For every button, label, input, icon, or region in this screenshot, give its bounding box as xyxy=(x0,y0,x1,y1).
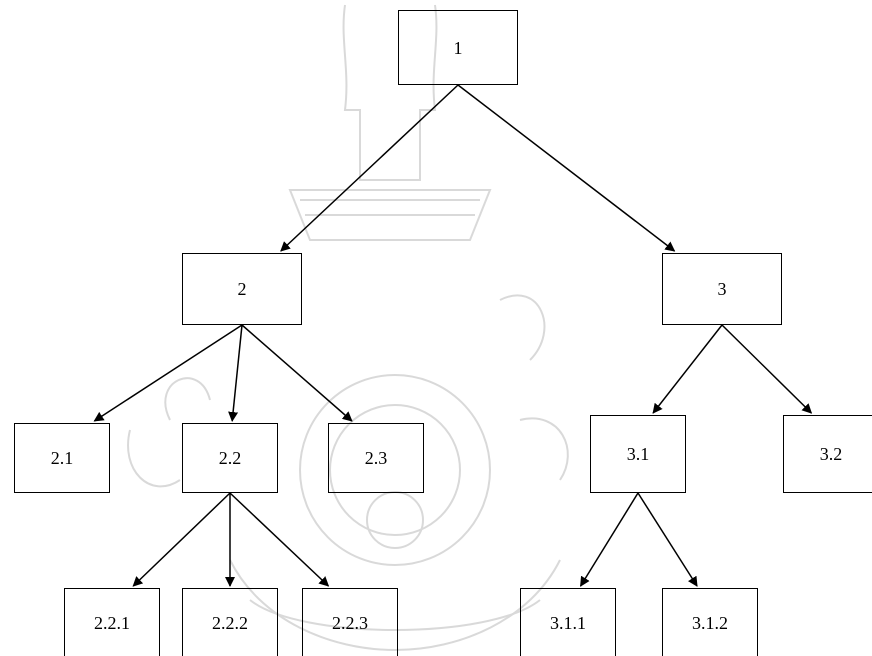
node-label: 1 xyxy=(453,37,463,58)
edge-n1-n2 xyxy=(280,84,459,252)
edge-n31-n311 xyxy=(579,492,639,587)
node-2-1: 2.1 xyxy=(14,423,110,493)
edge-n2-n22 xyxy=(228,324,243,422)
node-2-2-2: 2.2.2 xyxy=(182,588,278,656)
node-3-2: 3.2 xyxy=(783,415,872,493)
node-3-1-2: 3.1.2 xyxy=(662,588,758,656)
node-label: 2.2.2 xyxy=(212,613,248,633)
node-label: 2.2.3 xyxy=(332,613,368,633)
node-2-2-1: 2.2.1 xyxy=(64,588,160,656)
node-label: 3.1.1 xyxy=(550,613,586,633)
node-3-1-1: 3.1.1 xyxy=(520,588,616,656)
node-2-3: 2.3 xyxy=(328,423,424,493)
node-label: 2.2.1 xyxy=(94,613,130,633)
node-label: 3.1 xyxy=(626,444,650,464)
node-label: 3 xyxy=(717,279,727,299)
node-label: 2 xyxy=(237,279,247,299)
node-label: 3.2 xyxy=(819,444,843,464)
edge-n31-n312 xyxy=(637,492,698,587)
edge-n3-n31 xyxy=(652,324,723,414)
node-3-1: 3.1 xyxy=(590,415,686,493)
node-1: 1 xyxy=(398,10,518,85)
node-3: 3 xyxy=(662,253,782,325)
node-2: 2 xyxy=(182,253,302,325)
edge-n22-n223 xyxy=(229,492,330,587)
edge-n3-n32 xyxy=(721,324,813,414)
node-label: 3.1.2 xyxy=(692,613,728,633)
node-label: 2.3 xyxy=(364,448,388,468)
node-2-2-3: 2.2.3 xyxy=(302,588,398,656)
node-2-2: 2.2 xyxy=(182,423,278,493)
node-label: 2.2 xyxy=(218,448,242,468)
edge-n22-n221 xyxy=(132,492,231,587)
edge-n1-n3 xyxy=(457,84,676,252)
edge-n2-n23 xyxy=(241,324,353,422)
edge-n2-n21 xyxy=(93,324,243,422)
node-label: 2.1 xyxy=(50,448,74,468)
